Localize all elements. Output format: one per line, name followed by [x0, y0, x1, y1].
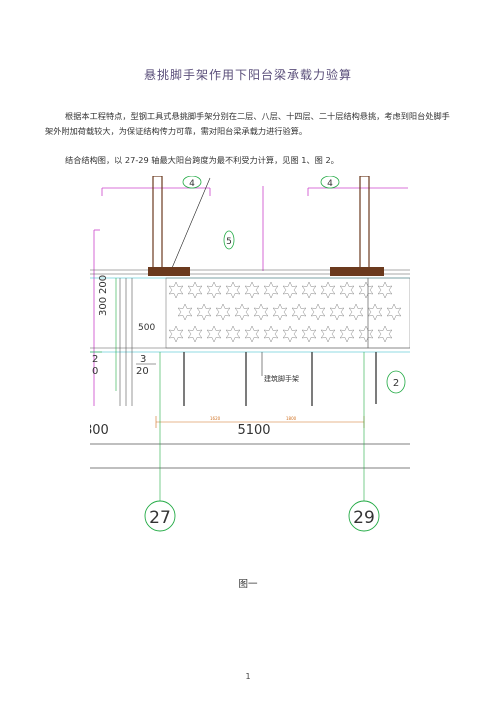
hatch-star — [234, 303, 250, 321]
hatch-star — [358, 325, 374, 343]
hatch-star — [301, 281, 317, 299]
hatch-star — [282, 325, 298, 343]
page-number: 1 — [245, 672, 251, 681]
figure-caption: 图一 — [238, 579, 258, 590]
beam-blocks — [148, 267, 384, 276]
tag-20-text: 20 — [136, 366, 149, 377]
hatch-star — [168, 281, 184, 299]
ground-lines — [90, 443, 410, 469]
hatch-star — [386, 303, 402, 321]
hatch-star — [320, 281, 336, 299]
tag-5-text: 5 — [226, 237, 232, 247]
hatch-star — [215, 303, 231, 321]
hatch-star — [244, 281, 260, 299]
hatch-star — [339, 325, 355, 343]
structural-drawing: 4 4 5 300 200 500 2 0 — [90, 176, 410, 532]
hatch-star — [253, 303, 269, 321]
star-pattern — [168, 281, 402, 343]
tag-2-left: 2 0 — [90, 351, 102, 377]
dim-500: 500 — [138, 323, 155, 333]
hatch-star — [196, 303, 212, 321]
tag-4-left: 4 — [182, 176, 202, 189]
tag-4-right: 4 — [320, 176, 340, 189]
hatch-star — [358, 281, 374, 299]
page-title: 悬挑脚手架作用下阳台梁承载力验算 — [143, 68, 352, 82]
axis-bubble-29: 29 — [348, 500, 380, 532]
hatch-star — [206, 281, 222, 299]
hatch-star — [263, 325, 279, 343]
hatch-star — [377, 281, 393, 299]
hatch-star — [272, 303, 288, 321]
hatch-star — [282, 281, 298, 299]
hatch-star — [367, 303, 383, 321]
dim-seg-2: 1800 — [286, 416, 297, 421]
dim-300: 300 — [98, 297, 109, 316]
paragraph-2: 结合结构图，以 27-29 轴最大阳台跨度为最不利受力计算，见图 1、图 2。 — [65, 155, 339, 165]
dim-200: 200 — [98, 275, 109, 294]
dimension-line: 1620 1800 5100 800 — [90, 416, 365, 438]
hatch-star — [329, 303, 345, 321]
annotation-callout: 建筑脚手架 — [261, 352, 299, 383]
tag-2-right-text: 2 — [393, 378, 399, 389]
paragraph-1: 根据本工程特点，型钢工具式悬挑脚手架分别在二层、八层、十四层、二十层结构悬挑，考… — [45, 111, 450, 136]
dim-seg-1: 1620 — [210, 416, 221, 421]
hatch-star — [225, 325, 241, 343]
hatch-star — [339, 281, 355, 299]
hatch-star — [187, 325, 203, 343]
scaffold-columns — [152, 176, 370, 269]
axis-bubble-27: 27 — [144, 500, 176, 532]
scaffold-legs — [183, 352, 377, 406]
tag-2-text: 2 — [92, 354, 98, 365]
hatch-star — [225, 281, 241, 299]
tag-0-text: 0 — [92, 366, 98, 377]
tag-3: 3 20 — [136, 354, 156, 377]
tag-4-right-text: 4 — [327, 179, 333, 189]
hatch-star — [168, 325, 184, 343]
hatch-star — [263, 281, 279, 299]
hatch-star — [244, 325, 260, 343]
hatch-star — [320, 325, 336, 343]
hatch-star — [348, 303, 364, 321]
hatch-star — [177, 303, 193, 321]
hatch-star — [206, 325, 222, 343]
annotation-text: 建筑脚手架 — [264, 374, 299, 383]
hatch-star — [310, 303, 326, 321]
tag-2-right: 2 — [386, 370, 406, 394]
hatch-star — [291, 303, 307, 321]
hatch-star — [377, 325, 393, 343]
tag-4-left-text: 4 — [189, 179, 195, 189]
dim-left: 800 — [90, 423, 109, 438]
tag-3-text: 3 — [140, 354, 146, 365]
tag-5: 5 — [223, 230, 235, 250]
hatch-star — [187, 281, 203, 299]
slab-lines — [90, 269, 410, 353]
axis-lines — [159, 352, 365, 502]
dim-total: 5100 — [237, 423, 270, 438]
axis-29-text: 29 — [353, 508, 375, 528]
hatch-star — [301, 325, 317, 343]
slab-hatch — [165, 277, 410, 349]
left-dimensions: 300 200 500 — [98, 275, 155, 406]
diagonal-brace — [171, 177, 211, 269]
axis-27-text: 27 — [149, 508, 171, 528]
